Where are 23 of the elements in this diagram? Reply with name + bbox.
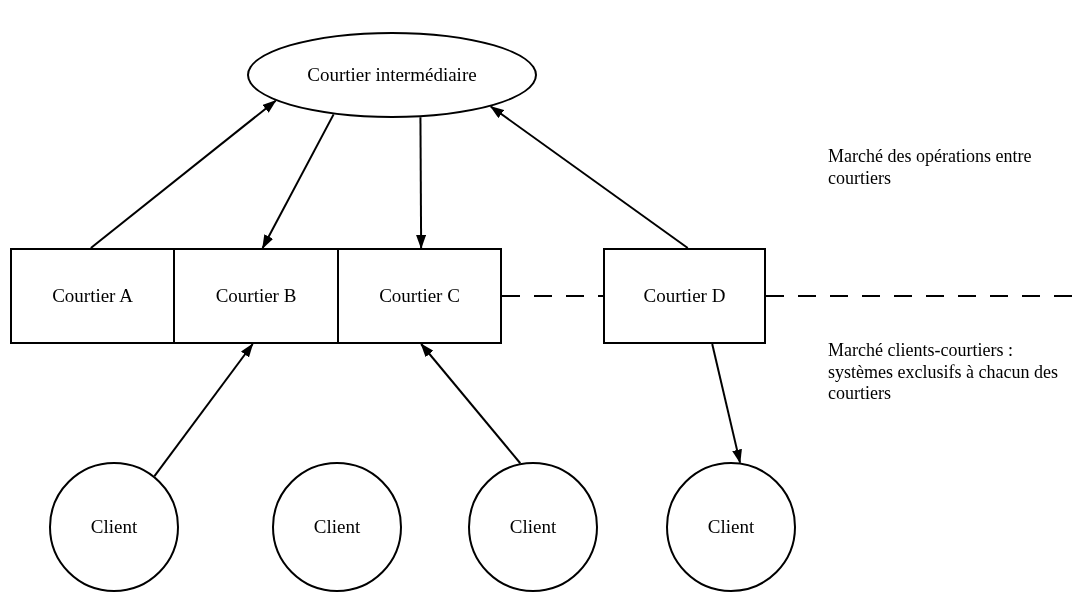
node-label: Client — [313, 516, 361, 538]
arrow — [89, 99, 277, 249]
node-label: Courtier D — [643, 285, 726, 307]
node-label: Courtier C — [379, 285, 460, 307]
dashed-line — [765, 295, 1073, 297]
arrow — [153, 343, 254, 478]
broker-box — [337, 248, 502, 344]
broker-box — [173, 248, 339, 344]
arrow — [420, 343, 522, 465]
node-label: Courtier A — [52, 285, 133, 307]
arrow — [416, 116, 427, 249]
dashed-line — [501, 295, 604, 297]
broker-box — [603, 248, 766, 344]
arrow — [711, 343, 742, 464]
note-text: Marché clients-courtiers : systèmes exclusifs à chacun des courtiers — [828, 340, 1059, 405]
arrow — [489, 105, 689, 249]
broker-box — [10, 248, 175, 344]
node-label: Client — [90, 516, 138, 538]
node-label: Courtier intermédiaire — [307, 64, 477, 86]
node-label: Courtier B — [215, 285, 297, 307]
note-text: Marché des opérations entre courtiers — [828, 146, 1033, 190]
node-label: Client — [707, 516, 755, 538]
node-label: Client — [509, 516, 557, 538]
